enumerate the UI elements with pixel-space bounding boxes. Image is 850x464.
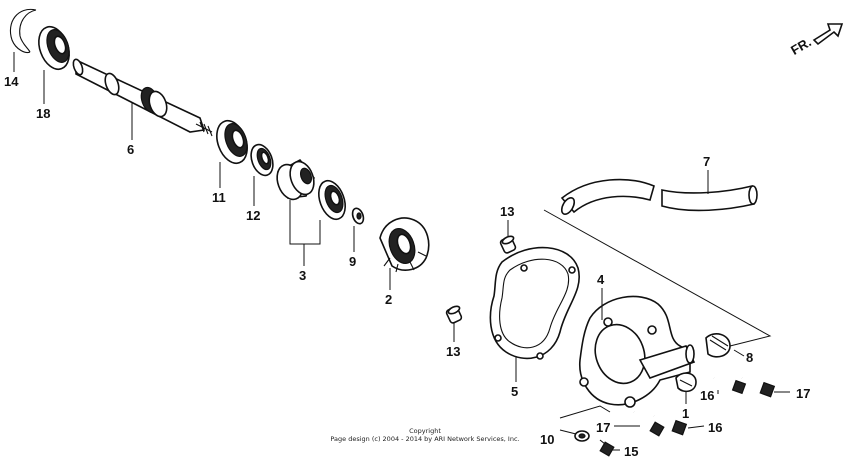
copyright-notice: Copyright Page design (c) 2004 - 2014 by… xyxy=(330,427,519,443)
copyright-line-1: Copyright xyxy=(409,427,441,435)
callout-5: 5 xyxy=(511,384,518,399)
water-hose-part-7[interactable] xyxy=(559,178,758,217)
callout-9: 9 xyxy=(349,254,356,269)
snap-ring-part-14[interactable] xyxy=(10,8,37,54)
callout-16-right: 16 xyxy=(700,388,714,403)
callout-4: 4 xyxy=(597,272,605,287)
callout-8: 8 xyxy=(746,350,753,365)
dowel-pin-part-13-upper[interactable] xyxy=(499,235,517,254)
washer-part-9[interactable] xyxy=(351,207,366,225)
bolt-part-15[interactable] xyxy=(599,439,615,457)
callout-3: 3 xyxy=(299,268,306,283)
callout-13-upper: 13 xyxy=(500,204,514,219)
oil-seal-part-12[interactable] xyxy=(247,142,277,179)
callout-labels: 14 18 6 11 12 3 9 2 13 13 5 4 7 8 1 16 1… xyxy=(4,74,810,459)
callout-14: 14 xyxy=(4,74,19,89)
callout-6: 6 xyxy=(127,142,134,157)
front-direction-arrow-icon: FR. xyxy=(788,23,844,58)
washer-part-10[interactable] xyxy=(574,430,590,442)
callout-18: 18 xyxy=(36,106,50,121)
bolt-part-17-right[interactable] xyxy=(741,377,776,398)
dowel-pin-part-13-lower[interactable] xyxy=(445,305,463,324)
bolt-part-16-lower[interactable] xyxy=(653,415,688,436)
leader-lines xyxy=(13,52,790,451)
pump-shaft-part-6[interactable] xyxy=(72,58,213,137)
callout-2: 2 xyxy=(385,292,392,307)
mechanical-seal-part-3[interactable] xyxy=(273,158,351,223)
callout-1: 1 xyxy=(682,406,689,421)
callout-15: 15 xyxy=(624,444,638,459)
copyright-line-2: Page design (c) 2004 - 2014 by ARI Netwo… xyxy=(330,435,519,443)
pump-cover-part-4[interactable] xyxy=(579,295,696,408)
hose-clamp-part-8[interactable] xyxy=(705,333,731,358)
bearing-part-11[interactable] xyxy=(211,117,252,168)
bolt-part-17-lower[interactable] xyxy=(633,411,665,437)
callout-13-lower: 13 xyxy=(446,344,460,359)
bolt-part-16-right[interactable] xyxy=(713,377,747,395)
hose-clamp-part-1[interactable] xyxy=(675,372,697,393)
callout-12: 12 xyxy=(246,208,260,223)
callout-10: 10 xyxy=(540,432,554,447)
callout-16-lower: 16 xyxy=(708,420,722,435)
bearing-part-18[interactable] xyxy=(33,23,74,74)
direction-label: FR. xyxy=(788,34,814,57)
callout-17-right: 17 xyxy=(796,386,810,401)
callout-17-lower: 17 xyxy=(596,420,610,435)
callout-11: 11 xyxy=(212,190,226,205)
impeller-part-2[interactable] xyxy=(379,217,430,273)
callout-7: 7 xyxy=(703,154,710,169)
gasket-part-5[interactable] xyxy=(489,246,580,360)
